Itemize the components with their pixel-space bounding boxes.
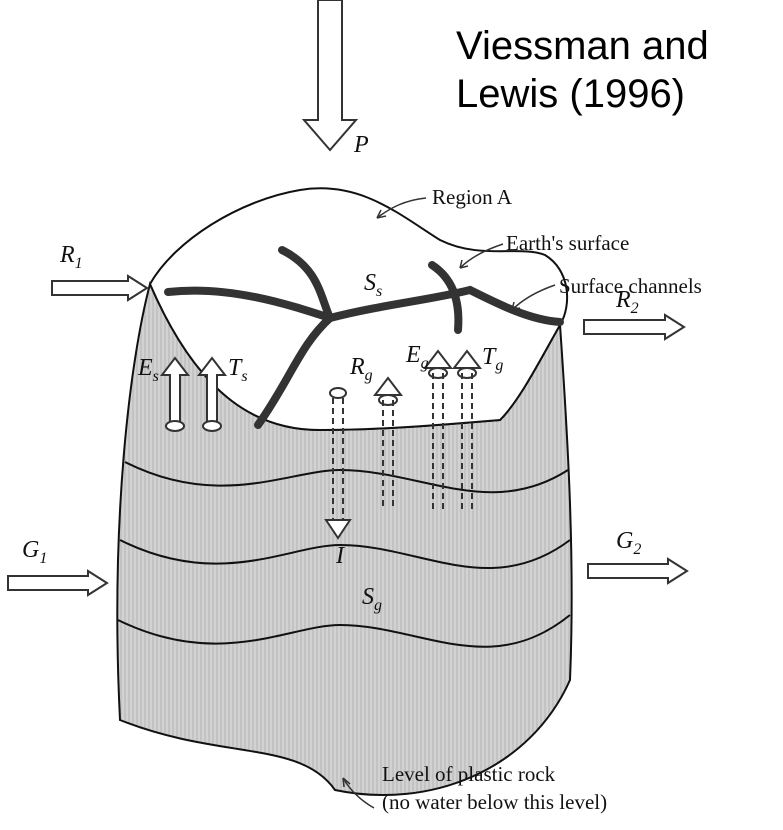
ss-symbol-base: S [364, 270, 376, 296]
tg-arrow-ring [458, 368, 476, 378]
g2-symbol-sub: 2 [633, 541, 641, 558]
citation-line-1: Viessman and [456, 22, 776, 70]
plastic-rock-label-line2: (no water below this level) [382, 790, 607, 814]
g2-symbol-base: G [616, 528, 633, 554]
g1-symbol-base: G [22, 537, 39, 563]
sg-symbol-sub: g [374, 597, 382, 614]
eg-symbol-sub: g [421, 355, 429, 372]
rg-arrow-ring [379, 395, 397, 405]
es-symbol-base: E [137, 355, 153, 381]
g1-symbol-sub: 1 [39, 550, 47, 567]
r1-inflow-arrow [52, 276, 147, 300]
g2-symbol: G2 [616, 528, 641, 558]
r2-outflow-arrow [584, 315, 684, 339]
citation: Viessman and Lewis (1996) [456, 22, 776, 118]
r1-symbol: R1 [59, 242, 83, 272]
r1-symbol-base: R [59, 242, 75, 268]
es-symbol-sub: s [153, 368, 159, 385]
precipitation-arrow [304, 0, 356, 150]
g1-symbol: G1 [22, 537, 47, 567]
sg-symbol-base: S [362, 584, 374, 610]
ts-arrow-base [203, 421, 221, 431]
eg-symbol-base: E [405, 342, 421, 368]
es-arrow-base [166, 421, 184, 431]
rg-symbol-sub: g [365, 367, 373, 384]
infiltration-symbol: I [335, 543, 345, 569]
rg-symbol-base: R [349, 354, 365, 380]
tg-symbol-sub: g [495, 357, 503, 374]
ts-symbol-sub: s [241, 368, 247, 385]
eg-arrow-ring [429, 368, 447, 378]
precipitation-symbol: P [353, 132, 369, 158]
region-a-label: Region A [432, 185, 513, 209]
earth-surface-label: Earth's surface [506, 231, 629, 255]
r1-symbol-sub: 1 [75, 255, 83, 272]
ss-symbol-sub: s [376, 283, 382, 300]
g1-inflow-arrow [8, 571, 107, 595]
plastic-rock-label-line1: Level of plastic rock [382, 762, 556, 786]
r2-symbol-base: R [615, 287, 631, 313]
r2-symbol-sub: 2 [631, 300, 639, 317]
infiltration-ring [330, 388, 346, 398]
citation-line-2: Lewis (1996) [456, 70, 776, 118]
g2-outflow-arrow [588, 559, 687, 583]
